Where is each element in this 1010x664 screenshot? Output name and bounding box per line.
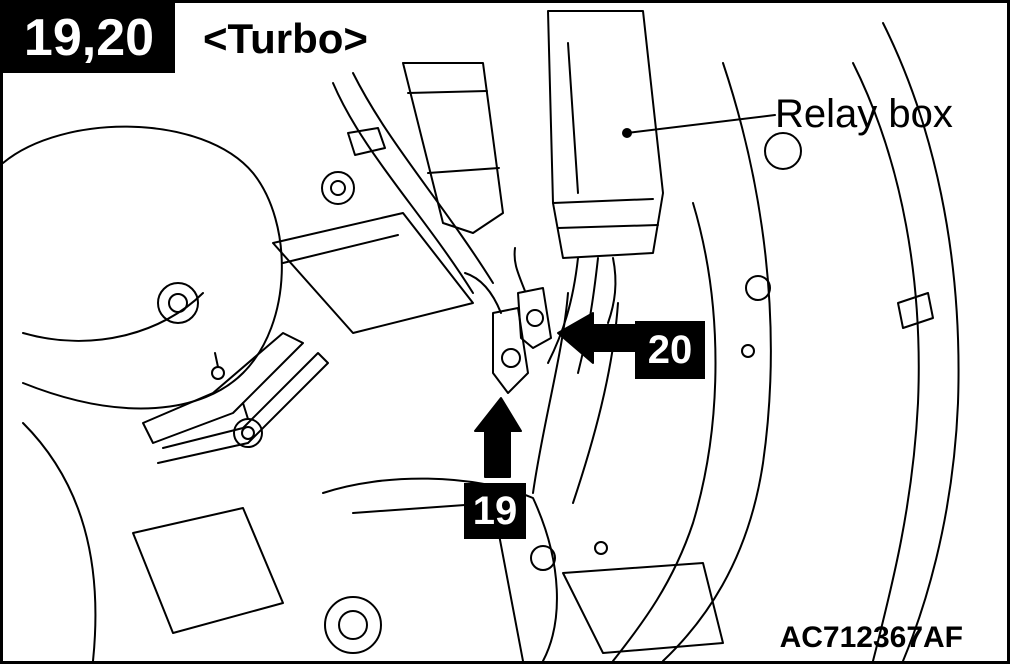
wire-bundle-1 [547,257,579,364]
right-frame-outer [662,62,772,661]
wire-bundle-3 [607,257,617,324]
upper-bolt [321,171,355,205]
relay-box-body [547,10,664,259]
bottom-cover [22,422,97,661]
arrow-20 [557,312,636,364]
ground-bolt-20 [526,309,544,327]
bracket-bolt-1-center [241,426,255,440]
ground-terminal-19 [492,307,529,394]
bolt-stud-1 [242,402,249,420]
housing-inner-arc [22,292,204,342]
housing-outline [3,125,283,410]
bracket-flange [157,352,329,464]
upper-bolt-center [330,180,346,196]
engine-bay-line-drawing [3,10,960,661]
hose-left-b [352,72,494,284]
lower-bracket [132,507,284,634]
lower-boss-inner [338,610,368,640]
ground-terminal-20 [517,287,552,349]
lower-port [530,545,556,571]
lower-housing [322,477,558,661]
hose-clamp [347,127,386,156]
left-bracket [142,332,304,444]
right-frame-inner [612,202,717,661]
callout-19-badge: 19 [464,483,526,539]
arrow-19 [474,397,522,478]
top-tube [402,62,504,234]
angled-panel [272,212,474,334]
relay-box-rib [567,42,579,194]
bolt-stud-2-head [211,366,225,380]
right-rail-b [852,62,920,661]
frame-clip [897,292,934,329]
right-rail-a [882,22,960,661]
lower-plate [562,562,724,654]
panel-lip [282,234,399,264]
hose-left-a [332,82,474,294]
callout-20-badge: 20 [635,321,705,379]
frame-hole-2 [745,275,771,301]
frame-hole-4 [594,541,608,555]
step-number-badge: 19,20 [3,3,175,73]
top-tube-ring [407,90,488,94]
ground-wire-19 [464,272,502,314]
relay-box-leader [626,114,776,134]
frame-hole-3 [741,344,755,358]
frame-hole-1 [764,132,802,170]
top-tube-ring-2 [427,167,500,174]
mid-bolt [157,282,199,324]
relay-box-label: Relay box [775,92,953,136]
relay-box-lower [552,198,659,229]
variant-label: <Turbo> [203,15,368,62]
ground-wire-20 [513,247,526,292]
lower-boss [324,596,382,654]
figure-code: AC712367AF [779,621,963,654]
ground-bolt-19 [501,348,521,368]
mid-bolt-center [168,293,188,313]
bolt-stud-2 [214,352,219,368]
